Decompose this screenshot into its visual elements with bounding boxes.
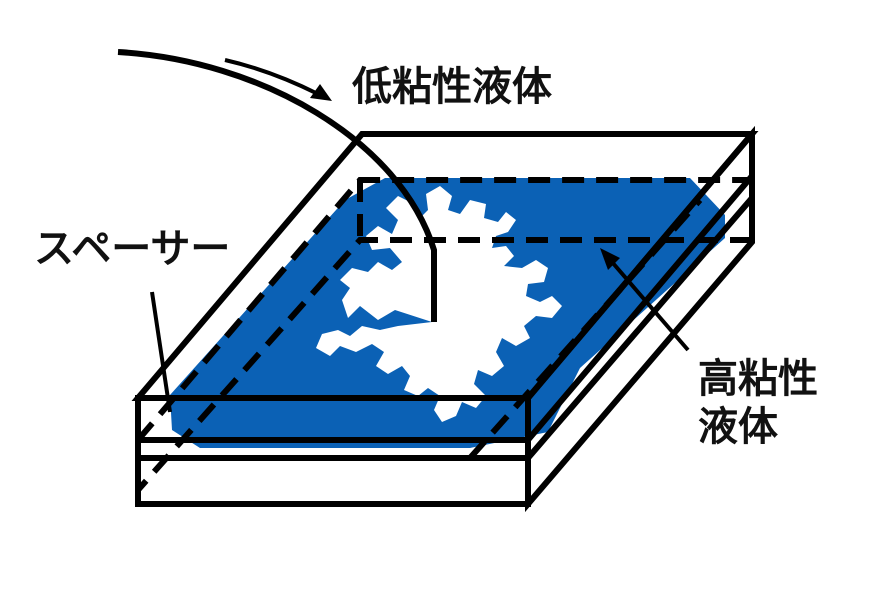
label-spacer: スペーサー	[34, 226, 230, 272]
glass-plates-outline	[131, 125, 759, 513]
high-viscosity-arrow	[600, 248, 690, 352]
label-high-viscosity-line1: 高粘性	[698, 356, 818, 402]
label-low-viscosity-fluid: 低粘性液体	[352, 64, 552, 110]
viscous-fingering-pattern	[316, 186, 562, 422]
label-high-viscosity-line2: 液体	[698, 404, 778, 450]
low-viscosity-arrow	[224, 58, 332, 101]
spacer-pointer-line	[150, 291, 172, 413]
injection-tube	[117, 49, 437, 322]
